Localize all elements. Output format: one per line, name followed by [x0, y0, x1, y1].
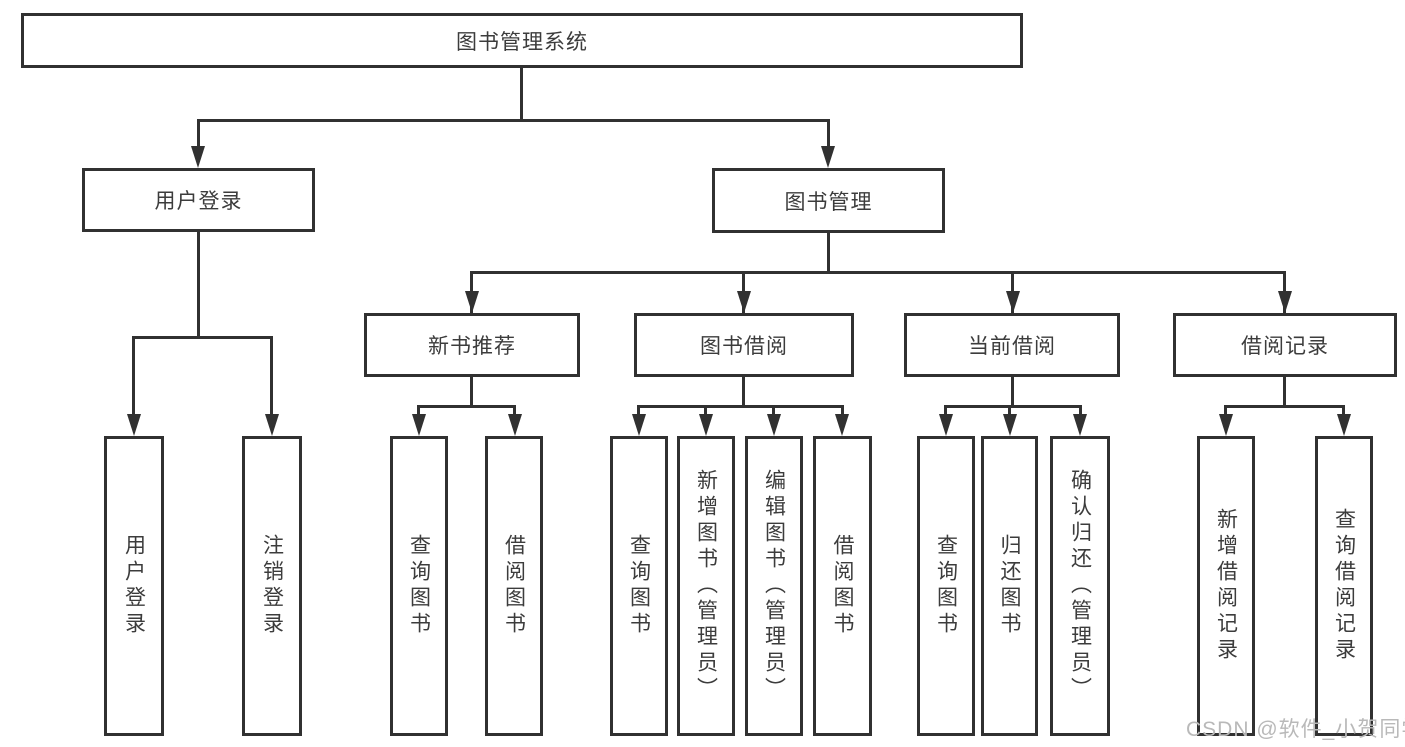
arrow-down-bb1 [632, 414, 646, 436]
leaf-br-query-record: 查询借阅记录 [1315, 436, 1373, 736]
connector-root-stem [520, 68, 523, 121]
leaf-bb-borrow-books: 借阅图书 [813, 436, 872, 736]
connector-new-books-rail [417, 405, 516, 408]
connector-drop-cb1 [944, 405, 947, 418]
node-user-login: 用户登录 [82, 168, 315, 232]
node-current-borrow: 当前借阅 [904, 313, 1120, 377]
connector-user-login-rail [132, 336, 273, 339]
arrow-down-bb3 [767, 414, 781, 436]
node-root-library-system: 图书管理系统 [21, 13, 1023, 68]
connector-borrow-records-stem [1283, 377, 1286, 408]
connector-drop-leaf-login [132, 336, 135, 418]
arrow-down-book-borrow [737, 291, 751, 313]
connector-drop-bb2 [704, 405, 707, 418]
arrow-down-user-login [191, 146, 205, 168]
node-borrow-records: 借阅记录 [1173, 313, 1397, 377]
node-book-borrow: 图书借阅 [634, 313, 854, 377]
connector-level2-rail [197, 119, 830, 122]
leaf-nb-borrow-books: 借阅图书 [485, 436, 543, 736]
leaf-cb-return-books: 归还图书 [981, 436, 1038, 736]
connector-book-mgmt-stem [827, 233, 830, 273]
arrow-down-cb1 [939, 414, 953, 436]
arrow-down-nb1 [412, 414, 426, 436]
connector-drop-br2 [1342, 405, 1345, 418]
connector-book-borrow-stem [742, 377, 745, 408]
arrow-down-current-borrow [1006, 291, 1020, 313]
connector-drop-cb3 [1079, 405, 1082, 418]
connector-book-borrow-rail [637, 405, 844, 408]
leaf-logout: 注销登录 [242, 436, 302, 736]
arrow-down-br1 [1219, 414, 1233, 436]
connector-drop-bb1 [637, 405, 640, 418]
leaf-nb-query-books: 查询图书 [390, 436, 448, 736]
arrow-down-bb4 [835, 414, 849, 436]
connector-drop-book-mgmt [827, 119, 830, 149]
leaf-cb-confirm-return-admin: 确认归还（管理员） [1050, 436, 1110, 736]
arrow-down-br2 [1337, 414, 1351, 436]
leaf-bb-query-books: 查询图书 [610, 436, 668, 736]
connector-drop-nb1 [417, 405, 420, 418]
arrow-down-book-mgmt [821, 146, 835, 168]
arrow-down-borrow-records [1278, 291, 1292, 313]
arrow-down-cb2 [1003, 414, 1017, 436]
connector-drop-nb2 [513, 405, 516, 418]
connector-drop-leaf-logout [270, 336, 273, 418]
connector-drop-cb2 [1008, 405, 1011, 418]
connector-drop-bb3 [772, 405, 775, 418]
leaf-bb-edit-books-admin: 编辑图书（管理员） [745, 436, 803, 736]
connector-current-borrow-rail [944, 405, 1082, 408]
connector-drop-user-login [197, 119, 200, 149]
connector-drop-bb4 [841, 405, 844, 418]
arrow-down-leaf-logout [265, 414, 279, 436]
leaf-br-add-record: 新增借阅记录 [1197, 436, 1255, 736]
connector-new-books-stem [470, 377, 473, 408]
node-book-mgmt: 图书管理 [712, 168, 945, 233]
connector-drop-br1 [1224, 405, 1227, 418]
csdn-watermark: CSDN @软件_小贺同学 [1186, 718, 1405, 741]
arrow-down-bb2 [699, 414, 713, 436]
leaf-user-login: 用户登录 [104, 436, 164, 736]
arrow-down-nb2 [508, 414, 522, 436]
connector-level3-rail [470, 271, 1286, 274]
node-new-books: 新书推荐 [364, 313, 580, 377]
leaf-cb-query-books: 查询图书 [917, 436, 975, 736]
leaf-bb-add-books-admin: 新增图书（管理员） [677, 436, 735, 736]
connector-user-login-stem [197, 232, 200, 336]
arrow-down-leaf-login [127, 414, 141, 436]
arrow-down-new-books [465, 291, 479, 313]
connector-current-borrow-stem [1011, 377, 1014, 408]
arrow-down-cb3 [1073, 414, 1087, 436]
connector-borrow-records-rail [1224, 405, 1345, 408]
